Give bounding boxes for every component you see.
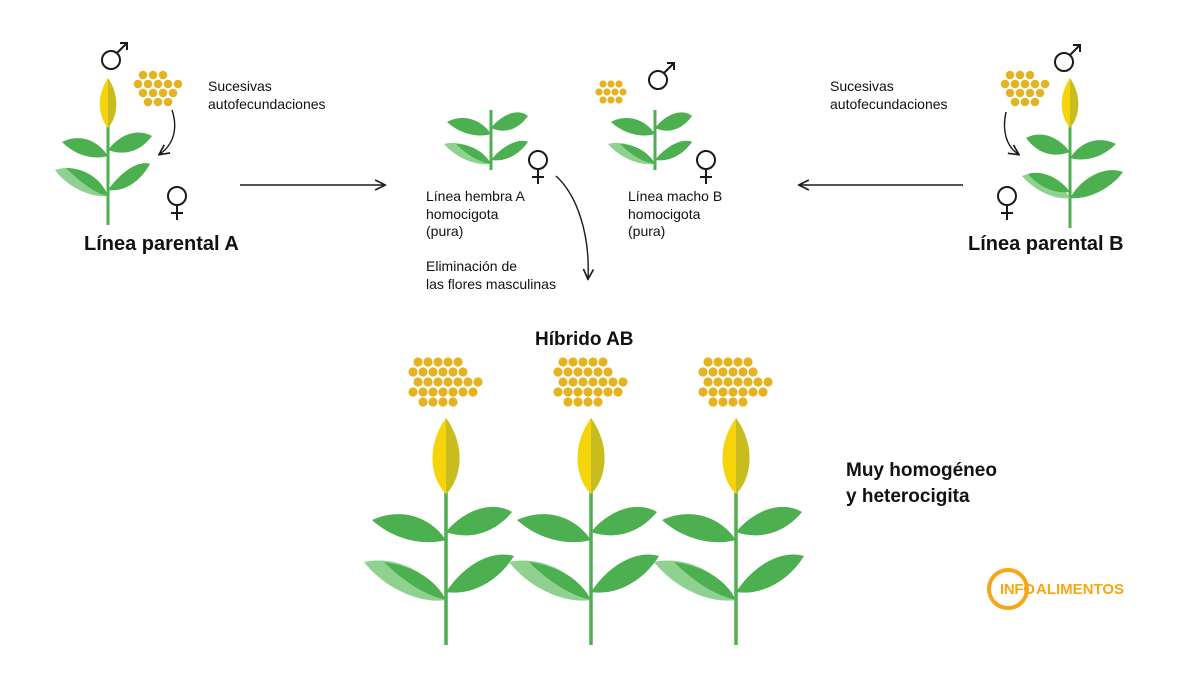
female-line-a-plant xyxy=(444,110,528,170)
female-line-a-female-symbol xyxy=(528,150,548,184)
hybrid-plant-1 xyxy=(364,418,514,645)
parent-b-plant xyxy=(1022,78,1123,228)
emasculation-arrow xyxy=(555,175,588,278)
self-pollination-label-b-line2: autofecundaciones xyxy=(830,95,948,112)
hybrid-plant-1-pollen xyxy=(408,357,483,407)
self-pollination-label-a-line2: autofecundaciones xyxy=(208,95,326,112)
hybrid-plant-3-pollen xyxy=(698,357,773,407)
self-pollination-label-a-line1: Sucesivas xyxy=(208,78,272,94)
parent-b-male-symbol xyxy=(1054,44,1081,72)
logo-text-info: INFO xyxy=(1000,581,1035,598)
self-pollination-label-b: Sucesivas autofecundaciones xyxy=(830,78,948,113)
removal-label-line1: Eliminación de xyxy=(426,258,518,274)
infoalimentos-logo: INFO ALIMENTOS xyxy=(987,566,1167,616)
parent-a-label: Línea parental A xyxy=(84,233,239,255)
male-line-b-plant xyxy=(608,110,692,170)
parent-b-label: Línea parental B xyxy=(968,233,1124,255)
male-line-b-label-line2: homocigota xyxy=(628,205,701,222)
male-line-b-label-line1: Línea macho B xyxy=(628,188,723,204)
parent-a-pollen xyxy=(133,70,183,107)
parent-a-female-symbol xyxy=(167,186,187,220)
self-pollination-arrow-a xyxy=(160,109,176,154)
parent-a-male-symbol xyxy=(101,42,128,70)
female-line-a-label: Línea hembra A homocigota (pura) xyxy=(426,188,525,241)
hybrid-plant-2-pollen xyxy=(553,357,628,407)
removal-label: Eliminación de las flores masculinas xyxy=(426,258,556,293)
parent-a-plant xyxy=(55,78,152,225)
male-line-b-label-line3: (pura) xyxy=(628,223,666,239)
result-label-line2: y heterocigita xyxy=(846,485,970,507)
female-line-a-label-line1: Línea hembra A xyxy=(426,188,525,204)
female-line-a-label-line2: homocigota xyxy=(426,205,499,222)
result-label: Muy homogéneo y heterocigita xyxy=(846,458,997,509)
removal-label-line2: las flores masculinas xyxy=(426,275,556,292)
male-line-b-female-symbol xyxy=(696,150,716,184)
hybrid-plant-3 xyxy=(654,418,804,645)
parent-b-female-symbol xyxy=(997,186,1017,220)
hybrid-title: Híbrido AB xyxy=(535,329,634,350)
female-line-a-label-line3: (pura) xyxy=(426,223,464,239)
male-line-b-label: Línea macho B homocigota (pura) xyxy=(628,188,722,241)
self-pollination-label-a: Sucesivas autofecundaciones xyxy=(208,78,326,113)
result-label-line1: Muy homogéneo xyxy=(846,460,997,481)
logo-text-alimentos: ALIMENTOS xyxy=(1036,581,1125,598)
male-line-b-pollen xyxy=(595,80,627,104)
self-pollination-arrow-b xyxy=(1003,111,1019,154)
hybrid-plant-2 xyxy=(509,418,659,645)
self-pollination-label-b-line1: Sucesivas xyxy=(830,78,894,94)
male-line-b-male-symbol xyxy=(648,62,675,90)
parent-b-pollen xyxy=(1000,70,1050,107)
logo-ring-icon xyxy=(987,568,1029,610)
